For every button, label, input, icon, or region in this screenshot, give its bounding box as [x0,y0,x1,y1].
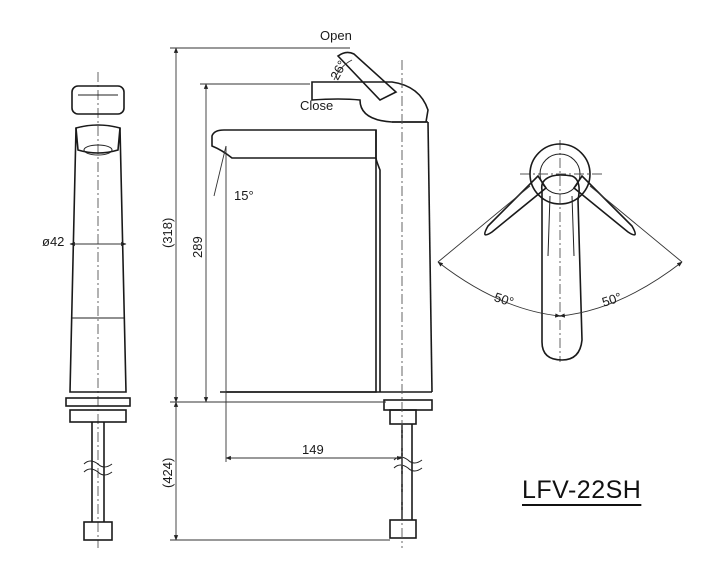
front-base-bracket [69,409,127,423]
handle-close [311,81,429,123]
spout-reach-label: 149 [302,442,324,457]
hose-length-label: (424) [160,458,175,488]
spout [211,129,377,159]
total-height-label: (318) [160,218,175,248]
side-view: 15° 26° Open Close (318) 289 (424) 149 [160,28,433,548]
swing-right-label: 50° [600,289,623,309]
handle-open [336,51,398,101]
front-body [69,127,127,393]
body-back-edge [427,121,433,393]
base-circle [529,143,591,205]
open-label: Open [320,28,352,43]
front-spout-outlet [75,124,121,154]
body-front-edge [226,130,377,393]
swing-left-label: 50° [492,289,515,309]
spout-angle-label: 15° [234,188,254,203]
spout-height-label: 289 [190,236,205,258]
front-hose-fitting [83,521,113,541]
swing-arc-right [559,261,683,318]
model-number: LFV-22SH [522,476,642,504]
diameter-label: ø42 [42,234,64,249]
front-lever-head [71,85,125,115]
side-base-bracket [389,409,417,425]
lever-swing-right [572,174,636,236]
front-view: ø42 [42,72,131,548]
lever-top [540,174,583,361]
swing-arc-left [437,261,561,318]
front-base-nut [65,397,131,407]
side-base-nut [383,399,433,411]
side-hose-fitting [389,519,417,539]
lever-swing-left [484,174,548,236]
lever-angle-label: 26° [327,58,349,82]
top-view: 50° 50° [437,140,683,362]
close-label: Close [300,98,333,113]
